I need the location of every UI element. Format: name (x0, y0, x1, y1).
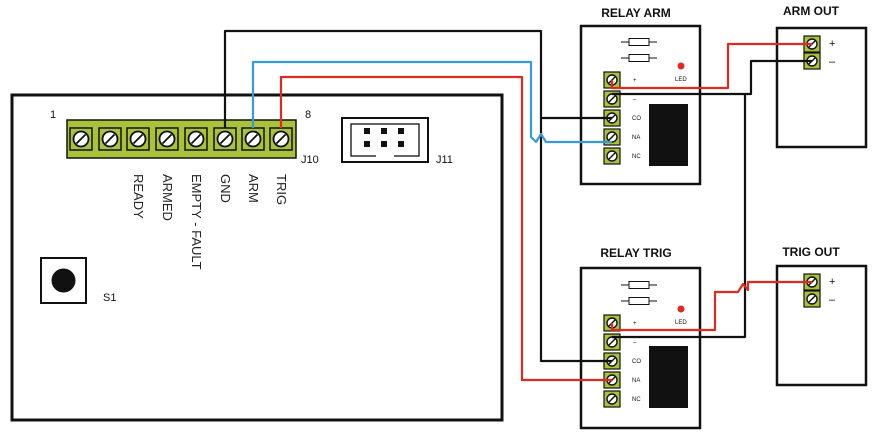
relay-trig-coil (649, 346, 688, 408)
terminal-label-gnd: GND (218, 174, 233, 203)
j11-label: J11 (436, 154, 453, 166)
s1-button[interactable] (40, 257, 87, 304)
relay-trig-pin-na: NA (632, 378, 640, 384)
j11-header (341, 117, 429, 163)
relay-trig-pin-co: CO (632, 359, 641, 365)
wire-common-minus (612, 94, 747, 339)
relay-arm-title: RELAY ARM (601, 6, 671, 20)
trig-out-screw-minus[interactable] (803, 290, 821, 308)
wire-arm-blue (251, 60, 612, 144)
terminal-label-trig: TRIG (274, 174, 289, 205)
pin-8-label: 8 (305, 109, 311, 121)
arm-out-title: ARM OUT (783, 4, 840, 18)
relay-trig-pin-minus: – (633, 340, 637, 346)
j10-screw-7[interactable] (241, 127, 265, 151)
wire-gnd-relay-trig (539, 118, 612, 363)
relay-arm-screw-nc[interactable] (603, 147, 621, 165)
controller-board: 1 8 J10 READY ARMED EMPTY - FAULT GND AR… (10, 93, 504, 422)
relay-trig-led (677, 305, 685, 313)
arm-out-outline (775, 26, 868, 149)
relay-trig-screw-nc[interactable] (603, 390, 621, 408)
relay-trig-pin-nc: NC (632, 397, 641, 403)
j11-outline (341, 117, 429, 163)
wire-arm-out-minus (612, 59, 812, 96)
terminal-label-ready: READY (131, 174, 146, 219)
terminal-label-armed: ARMED (160, 174, 175, 221)
terminal-label-arm: ARM (246, 174, 261, 203)
arm-out-module: ARM OUT + – (775, 4, 868, 149)
j10-screw-3[interactable] (126, 127, 150, 151)
j10-screw-2[interactable] (98, 127, 122, 151)
trig-out-pin-minus: – (829, 294, 836, 306)
relay-arm-module: RELAY ARM LED + – CO NA NC (579, 6, 702, 186)
terminal-label-empty-fault: EMPTY - FAULT (189, 174, 204, 270)
relay-arm-pin-na: NA (632, 135, 640, 141)
relay-trig-led-label: LED (675, 320, 687, 326)
relay-arm-coil (649, 104, 688, 166)
j10-screw-8[interactable] (269, 127, 293, 151)
relay-arm-pin-plus: + (633, 78, 637, 84)
trig-out-outline (775, 264, 868, 387)
j10-screw-6[interactable] (213, 127, 237, 151)
wire-relay-arm-plus (610, 42, 812, 90)
j10-screw-4[interactable] (155, 127, 179, 151)
relay-trig-pin-plus: + (633, 321, 637, 327)
j10-screw-1[interactable] (69, 127, 93, 151)
relay-trig-module: RELAY TRIG LED + – CO NA NC (579, 246, 702, 430)
relay-arm-pin-nc: NC (632, 154, 641, 160)
trig-out-module: TRIG OUT + – (775, 245, 868, 387)
arm-out-pin-minus: – (829, 56, 836, 68)
arm-out-pin-plus: + (829, 38, 835, 50)
relay-arm-led (677, 62, 685, 70)
pin-1-label: 1 (50, 109, 56, 121)
j10-screw-5[interactable] (184, 127, 208, 151)
wire-trig-red (279, 75, 612, 382)
wire-relay-trig-plus (610, 280, 812, 332)
relay-arm-pin-minus: – (633, 97, 637, 103)
relay-arm-led-label: LED (675, 77, 687, 83)
trig-out-pin-plus: + (829, 276, 835, 288)
trig-out-title: TRIG OUT (782, 245, 840, 259)
j10-terminal-block (66, 119, 297, 159)
wires (223, 29, 812, 382)
relay-trig-title: RELAY TRIG (600, 246, 671, 260)
relay-arm-pin-co: CO (632, 116, 641, 122)
s1-label: S1 (103, 292, 116, 304)
j10-label: J10 (301, 154, 319, 166)
wire-gnd-relay-arm (223, 29, 612, 128)
